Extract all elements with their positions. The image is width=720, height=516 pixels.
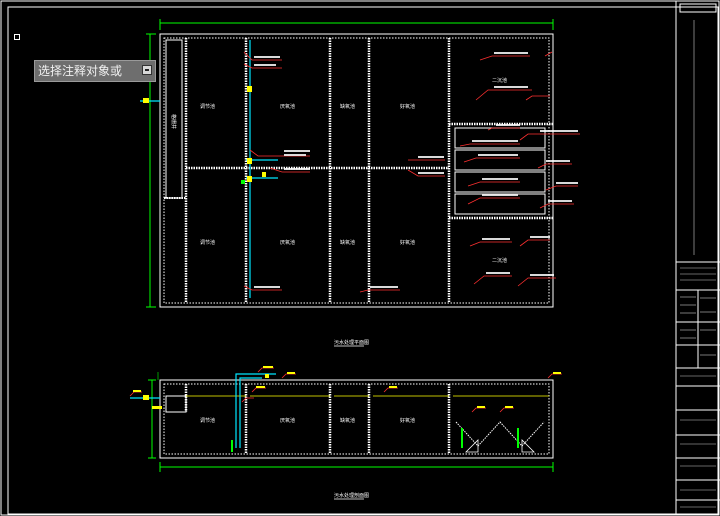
- svg-text:厌氧池: 厌氧池: [280, 417, 295, 424]
- svg-text:二沉池: 二沉池: [492, 257, 507, 264]
- svg-text:污水处理平面图: 污水处理平面图: [334, 339, 369, 346]
- plan-walls: [159, 33, 554, 308]
- title-block: [675, 1, 720, 515]
- plan-title: 污水处理平面图: [334, 339, 369, 347]
- svg-text:缺氧池: 缺氧池: [340, 239, 355, 246]
- section-elevation-marks: [129, 366, 562, 413]
- plan-leader-text: [254, 52, 578, 288]
- svg-text:厌氧池: 厌氧池: [280, 103, 295, 110]
- section-room-labels: 调节池 厌氧池 缺氧池 好氧池: [200, 417, 415, 424]
- svg-text:二沉池: 二沉池: [492, 77, 507, 84]
- plan-room-labels: 调节池 厌氧池 缺氧池 好氧池 调节池 厌氧池 缺氧池 好氧池 二沉池 二沉池 …: [170, 77, 507, 264]
- section-markers: [143, 374, 519, 452]
- svg-text:好氧池: 好氧池: [400, 239, 415, 246]
- selection-box-icon: [14, 34, 20, 40]
- svg-text:缺氧池: 缺氧池: [340, 103, 355, 110]
- expand-arrow-icon[interactable]: [142, 65, 152, 75]
- svg-text:污水处理剖面图: 污水处理剖面图: [334, 492, 369, 499]
- section-dimension-lines: [148, 372, 554, 472]
- section-title: 污水处理剖面图: [334, 492, 369, 500]
- plan-leaders: [243, 51, 580, 293]
- svg-text:好氧池: 好氧池: [400, 103, 415, 110]
- svg-text:调节池: 调节池: [200, 239, 215, 246]
- section-walls: [159, 379, 554, 459]
- command-prompt-text: 选择注释对象或: [38, 64, 123, 78]
- command-prompt-tooltip: 选择注释对象或: [34, 60, 156, 82]
- plan-markers: [143, 86, 266, 184]
- svg-text:格栅井: 格栅井: [170, 114, 177, 129]
- svg-text:调节池: 调节池: [200, 417, 215, 424]
- svg-text:好氧池: 好氧池: [400, 417, 415, 424]
- svg-text:厌氧池: 厌氧池: [280, 239, 295, 246]
- svg-text:缺氧池: 缺氧池: [340, 417, 355, 424]
- svg-text:调节池: 调节池: [200, 103, 215, 110]
